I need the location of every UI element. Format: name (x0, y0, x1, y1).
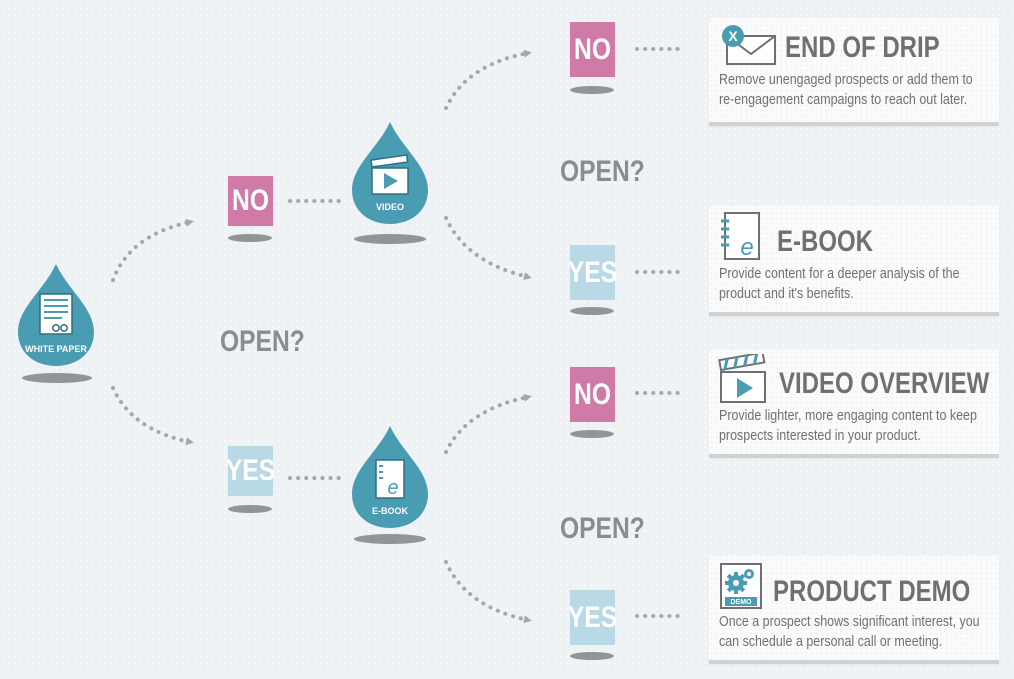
first-no-shadow (228, 234, 272, 242)
outcome-card-ebook: e E-BOOK Provide content for a deeper an… (709, 206, 999, 316)
svg-text:e: e (740, 234, 753, 261)
outcome-card-product-demo: DEMO PRODUCT DEMO Once a prospect shows … (709, 556, 999, 664)
card-title: VIDEO OVERVIEW (779, 367, 990, 400)
video-shadow (354, 234, 426, 244)
arrow-whitepaper-to-no (111, 218, 194, 282)
email-close-icon: X (722, 25, 776, 65)
card-description: Provide content for a deeper analysis of… (719, 266, 960, 302)
ebook-icon: e (721, 212, 760, 261)
arrow-ebook-to-no (444, 393, 532, 454)
ebook-no-box: NO (569, 367, 616, 422)
white-paper-label: WHITE PAPER (25, 344, 87, 354)
open-question-3: OPEN? (560, 512, 645, 545)
open-question-1: OPEN? (220, 325, 305, 358)
arrow-ebook-to-yes (444, 560, 532, 624)
video-drop: VIDEO (352, 122, 428, 224)
arrow-video-to-yes (444, 216, 532, 280)
first-yes-shadow (228, 505, 272, 513)
ebook-no-shadow (570, 430, 614, 438)
film-clapper-icon (370, 154, 409, 195)
video-no-shadow (570, 86, 614, 94)
card-title: E-BOOK (777, 225, 873, 258)
open-question-2: OPEN? (560, 155, 645, 188)
video-yes-box: YES (568, 245, 617, 300)
film-clapper-icon (718, 354, 766, 403)
white-paper-shadow (22, 373, 92, 383)
white-paper-drop: WHITE PAPER (18, 264, 94, 366)
document-icon (39, 293, 73, 335)
ebook-yes-box: YES (568, 590, 617, 645)
outcome-card-end-of-drip: X END OF DRIP Remove unengaged prospects… (709, 18, 999, 126)
card-description: Provide lighter, more engaging content t… (719, 408, 977, 444)
card-description: Remove unengaged prospects or add them t… (719, 72, 973, 108)
video-yes-shadow (570, 307, 614, 315)
svg-text:X: X (728, 28, 738, 44)
ebook-drop: e E-BOOK (352, 426, 428, 528)
card-description: Once a prospect shows significant intere… (719, 614, 980, 650)
svg-text:DEMO: DEMO (731, 599, 753, 606)
gear-demo-icon: DEMO (720, 563, 762, 609)
svg-text:e: e (387, 477, 398, 499)
ebook-yes-shadow (570, 652, 614, 660)
video-label: VIDEO (376, 202, 404, 212)
ebook-shadow (354, 534, 426, 544)
card-title: PRODUCT DEMO (773, 575, 971, 608)
ebook-icon: e (375, 459, 405, 499)
first-yes-box: YES (226, 446, 275, 496)
arrow-whitepaper-to-yes (111, 386, 194, 446)
video-no-box: NO (569, 22, 616, 77)
ebook-label: E-BOOK (372, 506, 409, 516)
first-no-box: NO (227, 176, 274, 226)
card-title: END OF DRIP (785, 31, 940, 64)
arrow-video-to-no (444, 49, 532, 110)
outcome-card-video-overview: VIDEO OVERVIEW Provide lighter, more eng… (709, 350, 999, 458)
